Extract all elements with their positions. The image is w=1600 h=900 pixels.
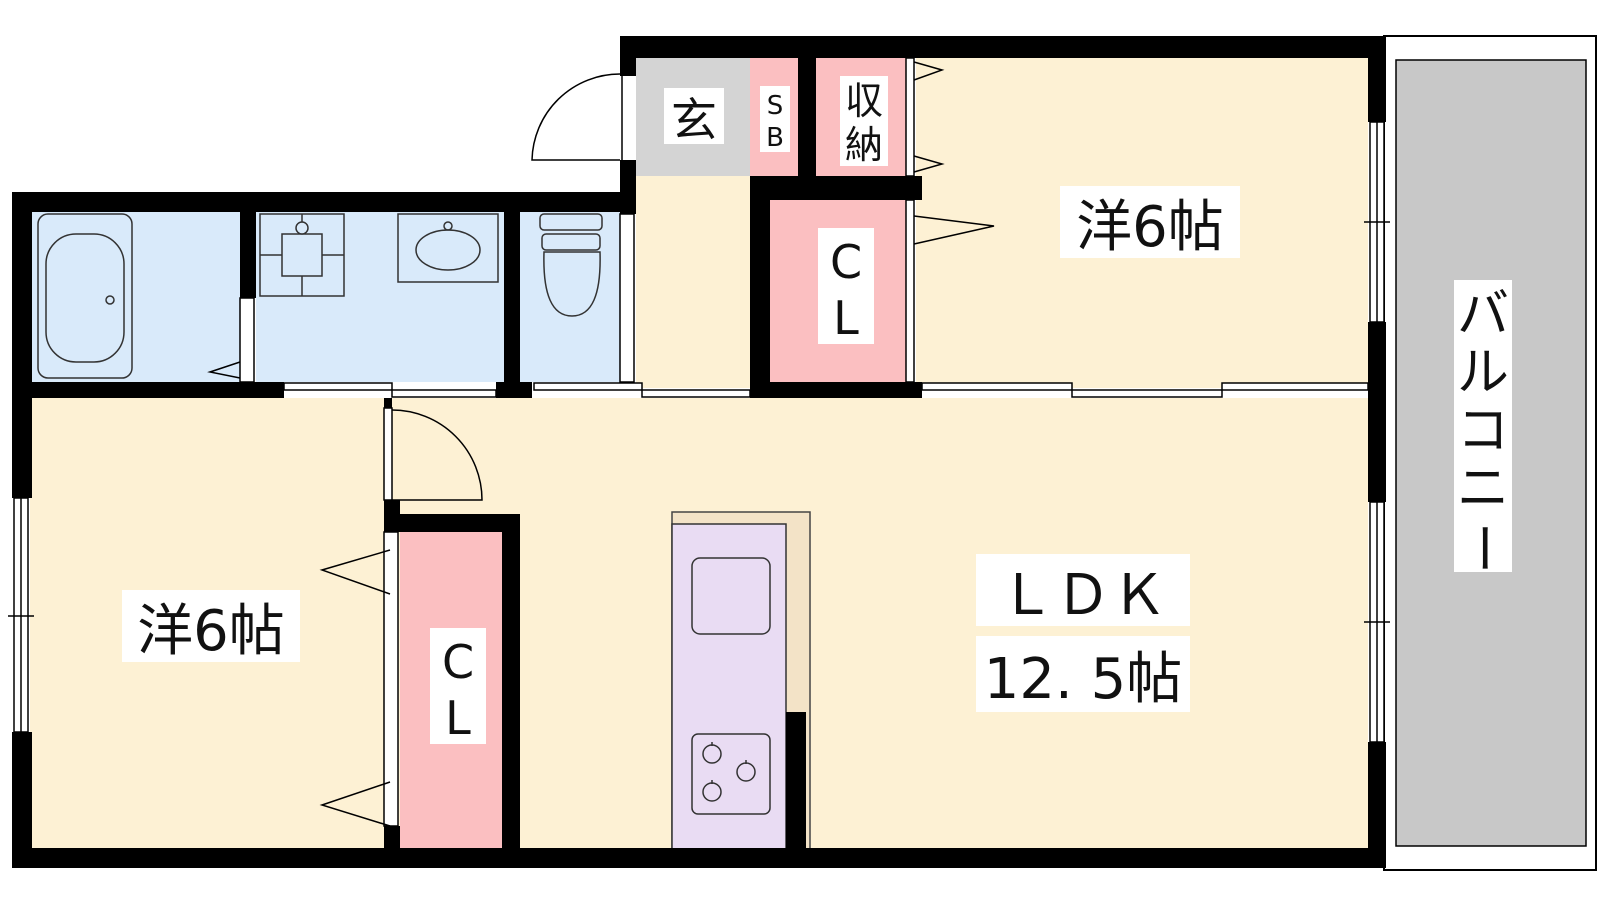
- bathtub-icon: [37, 213, 133, 379]
- ldk-label: ＬＤＫ: [999, 563, 1167, 628]
- washbasin-icon: [397, 213, 499, 283]
- balcony-char-2: ル: [1457, 343, 1509, 403]
- bedroom-top-label: 洋6帖: [1076, 195, 1224, 260]
- sink-icon: [691, 557, 771, 635]
- floors: [30, 58, 1368, 851]
- storage-label-2: 納: [845, 123, 883, 167]
- genkan-label: 玄: [671, 93, 717, 147]
- closet-top-label-c: C: [830, 235, 862, 289]
- balcony: [1383, 35, 1597, 871]
- room-labels: 玄 S B 収 納 C L 洋6帖 バ ル コ ニ ー 洋6帖 C L ＬＤＫ …: [122, 76, 1512, 745]
- closet-left-label-c: C: [442, 635, 474, 689]
- bedroom-left-label: 洋6帖: [137, 599, 285, 664]
- closet-top-label-l: L: [833, 291, 859, 345]
- sliding-door-icon: [207, 57, 995, 827]
- window-icon: [8, 121, 1390, 743]
- washing-machine-pan-icon: [259, 213, 345, 297]
- ldk-size-label: 12. 5帖: [984, 647, 1183, 712]
- balcony-char-4: ニ: [1457, 459, 1509, 519]
- toilet-floor: [520, 212, 624, 382]
- walls: [12, 36, 1386, 868]
- bath-floor: [32, 212, 240, 382]
- toilet-icon: [539, 213, 603, 317]
- stove-icon: [691, 733, 771, 815]
- shoebox-label-b: B: [766, 123, 784, 153]
- hallway-floor: [636, 176, 752, 388]
- storage-label-1: 収: [845, 79, 883, 123]
- door-swing-icon: [383, 73, 623, 501]
- balcony-char-5: ー: [1452, 522, 1512, 574]
- balcony-char-1: バ: [1457, 285, 1509, 345]
- balcony-char-3: コ: [1457, 401, 1509, 461]
- shoebox-label-s: S: [767, 91, 784, 121]
- closet-left-label-l: L: [445, 691, 471, 745]
- kitchen-unit: [671, 523, 787, 851]
- sliding-door: [283, 382, 1369, 398]
